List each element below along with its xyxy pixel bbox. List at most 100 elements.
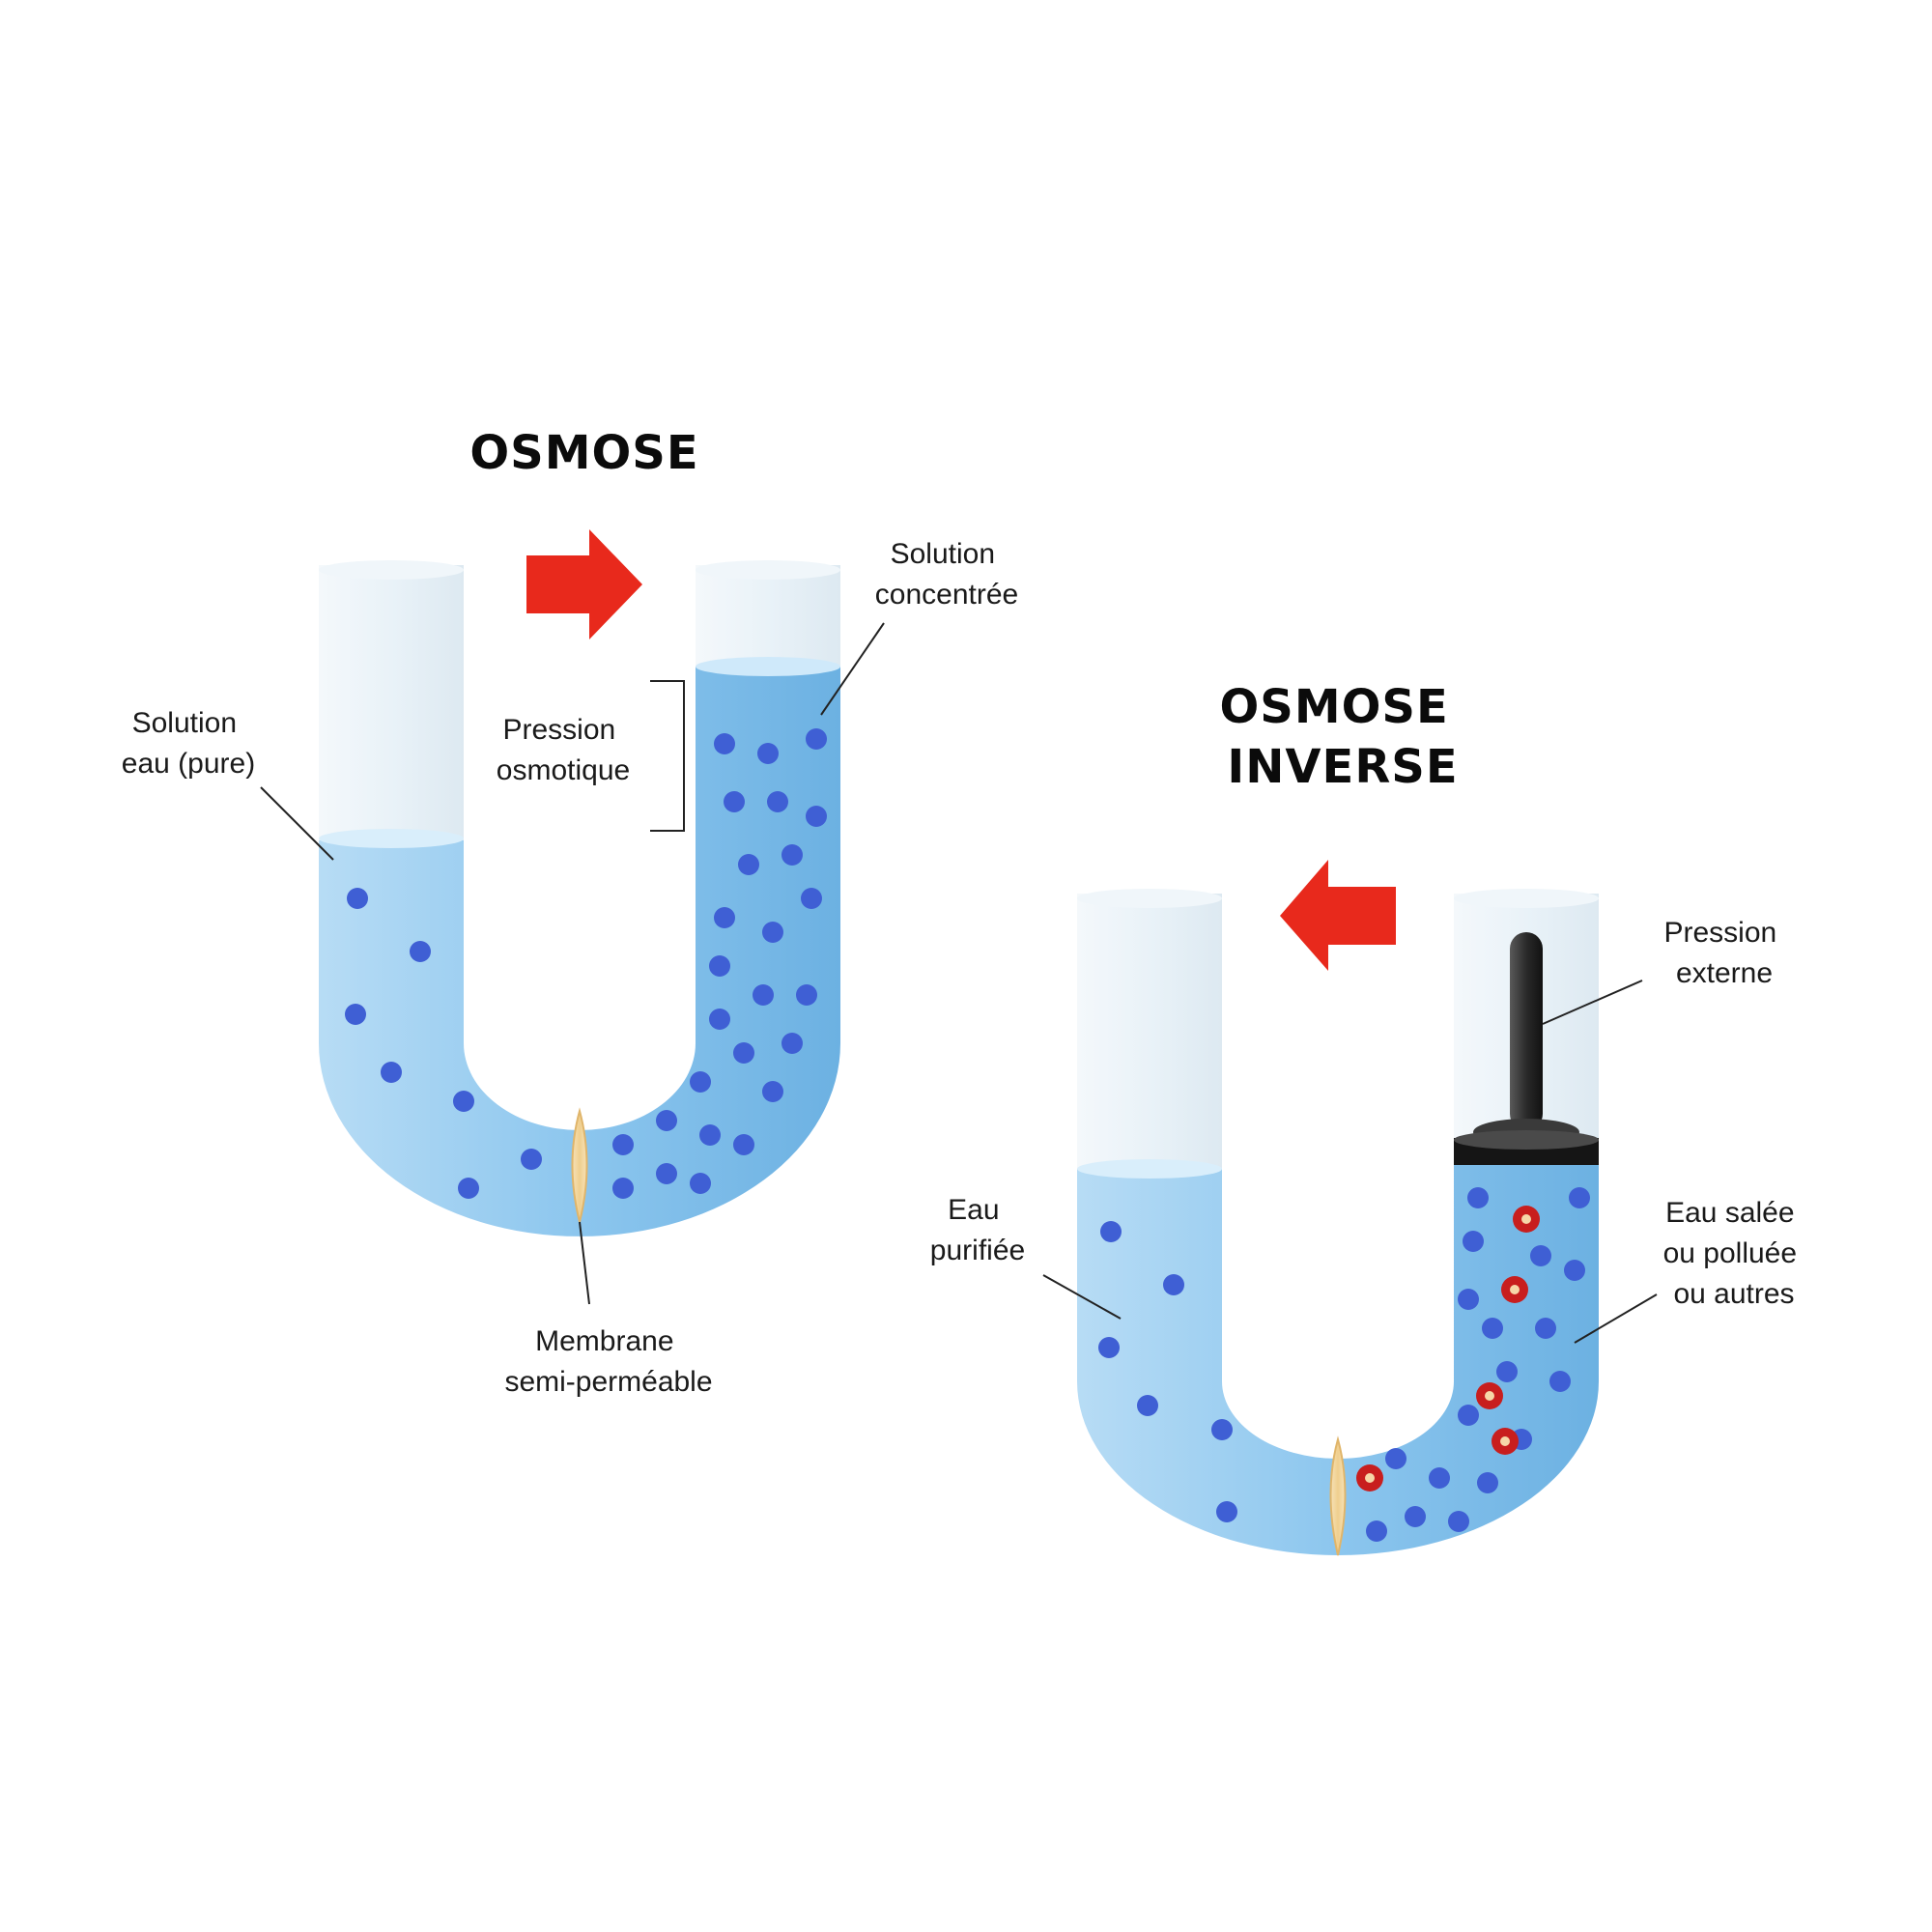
label-line: ou autres (1673, 1278, 1794, 1310)
particle (345, 1004, 366, 1025)
particle (1458, 1289, 1479, 1310)
particle (1564, 1260, 1585, 1281)
particle (1216, 1501, 1237, 1522)
osmose-panel: OSMOSE (122, 426, 1018, 1398)
particle (1098, 1337, 1120, 1358)
osmose-left-water-surface (319, 829, 464, 848)
piston (1454, 932, 1599, 1165)
particle (1569, 1187, 1590, 1208)
particle (1549, 1371, 1571, 1392)
label-line: Pression (502, 714, 615, 746)
particle (753, 984, 774, 1006)
label-line: concentrée (875, 579, 1018, 611)
osmose-pressure-label: Pression osmotique (497, 714, 630, 786)
pollutant-core (1510, 1285, 1520, 1294)
inverse-purified-leader (1042, 1274, 1122, 1320)
particle (347, 888, 368, 909)
label-line: ou polluée (1663, 1237, 1797, 1269)
piston-head-top (1454, 1130, 1599, 1150)
particle (806, 806, 827, 827)
osmose-right-tube-rim (696, 560, 840, 580)
label-line: Solution (891, 538, 995, 570)
particle (767, 791, 788, 812)
particle (738, 854, 759, 875)
label-line: externe (1676, 957, 1773, 989)
label-line: Eau (948, 1194, 999, 1226)
osmose-water-particles (345, 888, 542, 1199)
particle (453, 1091, 474, 1112)
particle (709, 1009, 730, 1030)
particle (381, 1062, 402, 1083)
particle (801, 888, 822, 909)
particle (1463, 1231, 1484, 1252)
inverse-external-pressure-label: Pression externe (1663, 917, 1784, 989)
particle (714, 907, 735, 928)
label-line: purifiée (930, 1235, 1025, 1266)
osmose-left-solution-leader (260, 786, 334, 861)
title-line: INVERSE (1227, 740, 1458, 794)
particle (1405, 1506, 1426, 1527)
pollutant-core (1485, 1391, 1494, 1401)
osmose-membrane-label: Membrane semi-perméable (504, 1325, 712, 1398)
inverse-purified-label: Eau purifiée (930, 1194, 1025, 1266)
particle (1429, 1467, 1450, 1489)
label-line: Membrane (535, 1325, 673, 1357)
inverse-salty-water-label: Eau salée ou polluée ou autres (1663, 1197, 1805, 1310)
particle (806, 728, 827, 750)
inverse-left-water-surface (1077, 1159, 1222, 1179)
label-line: Solution (132, 707, 237, 739)
inverse-flow-arrow (1280, 860, 1396, 971)
particle (781, 1033, 803, 1054)
particle (714, 733, 735, 754)
inverse-salty-water-leader (1574, 1293, 1658, 1344)
osmose-pressure-bracket (650, 680, 685, 832)
label-line: semi-perméable (504, 1366, 712, 1398)
particle (733, 1134, 754, 1155)
osmose-left-tube-rim (319, 560, 464, 580)
osmose-concentrated-leader (820, 622, 885, 716)
inverse-u-tube-water (1077, 1159, 1599, 1555)
osmose-left-tube-empty (319, 565, 464, 840)
particle (757, 743, 779, 764)
particle (656, 1163, 677, 1184)
osmose-flow-arrow (526, 529, 642, 639)
particle (733, 1042, 754, 1064)
particle (612, 1178, 634, 1199)
particle (458, 1178, 479, 1199)
particle (1477, 1472, 1498, 1493)
particle (1482, 1318, 1503, 1339)
particle (690, 1071, 711, 1093)
inverse-panel: OSMOSE INVERSE (930, 680, 1805, 1556)
label-line: Eau salée (1665, 1197, 1794, 1229)
particle (762, 922, 783, 943)
inverse-water-particles (1098, 1187, 1590, 1542)
osmose-title: OSMOSE (469, 426, 698, 480)
inverse-left-tube-rim (1077, 889, 1222, 908)
particle (724, 791, 745, 812)
label-line: Pression (1663, 917, 1776, 949)
inverse-title: OSMOSE INVERSE (1219, 680, 1465, 794)
osmose-left-solution-label: Solution eau (pure) (122, 707, 255, 780)
particle (521, 1149, 542, 1170)
piston-rod (1510, 932, 1543, 1130)
particle (1211, 1419, 1233, 1440)
osmose-solute-particles (612, 728, 827, 1199)
particle (709, 955, 730, 977)
particle (1385, 1448, 1406, 1469)
osmose-right-tube-empty (696, 565, 840, 667)
particle (796, 984, 817, 1006)
osmose-right-water-surface (696, 657, 840, 676)
label-line: osmotique (497, 754, 630, 786)
particle (1366, 1520, 1387, 1542)
osmose-membrane-leader (579, 1221, 590, 1305)
particle (612, 1134, 634, 1155)
pollutant-core (1500, 1436, 1510, 1446)
particle (1458, 1405, 1479, 1426)
particle (1535, 1318, 1556, 1339)
osmose-u-tube-water (319, 667, 840, 1236)
inverse-membrane (1329, 1435, 1347, 1556)
inverse-pollutant-particles (1356, 1206, 1540, 1492)
particle (1530, 1245, 1551, 1266)
osmose-concentrated-label: Solution concentrée (875, 538, 1018, 611)
